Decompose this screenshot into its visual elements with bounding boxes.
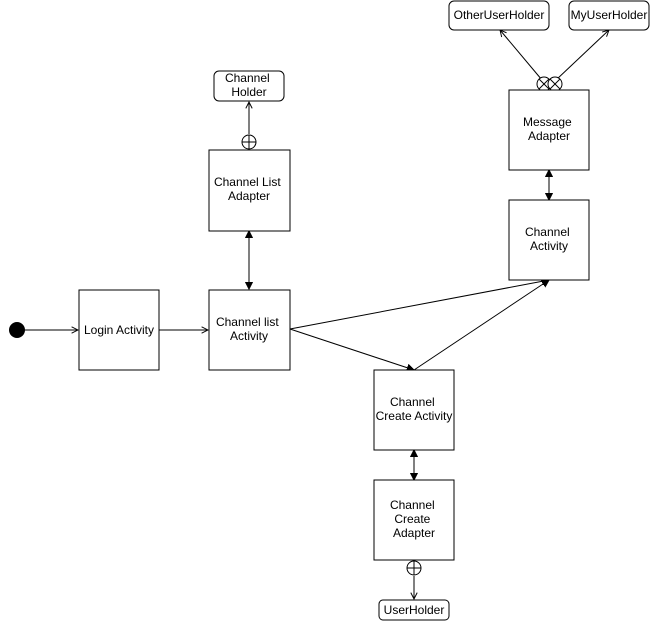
composition-circle-other-user-holder (536, 76, 552, 92)
channel-holder-node[interactable]: Channel Holder (213, 70, 285, 102)
channel-holder-label: Channel Holder (225, 71, 273, 99)
channel-create-activity-label: Channel Create Activity (376, 395, 453, 423)
user-holder-node[interactable]: UserHolder (378, 599, 450, 621)
start-node (9, 322, 25, 338)
channel-list-adapter-label: Channel List Adapter (214, 175, 284, 203)
channel-create-activity-node[interactable]: Channel Create Activity (373, 369, 455, 451)
other-user-holder-node[interactable]: OtherUserHolder (448, 0, 550, 31)
my-user-holder-label: MyUserHolder (571, 8, 648, 22)
edge-message-adapter-to-other-user-holder (500, 30, 543, 81)
channel-list-adapter-node[interactable]: Channel List Adapter (208, 149, 291, 232)
login-activity-node[interactable]: Login Activity (78, 289, 160, 371)
message-adapter-node[interactable]: Message Adapter (508, 89, 590, 171)
my-user-holder-node[interactable]: MyUserHolder (568, 0, 650, 31)
channel-create-adapter-node[interactable]: Channel Create Adapter (373, 479, 455, 561)
user-holder-label: UserHolder (384, 603, 445, 617)
channel-list-activity-node[interactable]: Channel list Activity (208, 289, 291, 371)
composition-circle-user-holder (406, 560, 422, 576)
composition-circle-my-user-holder (547, 76, 563, 92)
channel-activity-node[interactable]: Channel Activity (508, 199, 590, 281)
channel-create-adapter-label: Channel Create Adapter (390, 498, 438, 540)
edge-create-activity-to-channel-activity (413, 280, 549, 371)
other-user-holder-label: OtherUserHolder (454, 8, 545, 22)
channel-activity-label: Channel Activity (525, 225, 573, 253)
composition-circle-channel-holder (241, 134, 257, 150)
login-activity-label: Login Activity (84, 323, 154, 337)
edge-message-adapter-to-my-user-holder (555, 30, 609, 81)
channel-list-activity-label: Channel list Activity (216, 315, 282, 343)
message-adapter-label: Message Adapter (523, 115, 575, 143)
edge-channel-list-to-channel-activity (289, 280, 549, 330)
edge-channel-list-to-create-activity (289, 328, 414, 370)
